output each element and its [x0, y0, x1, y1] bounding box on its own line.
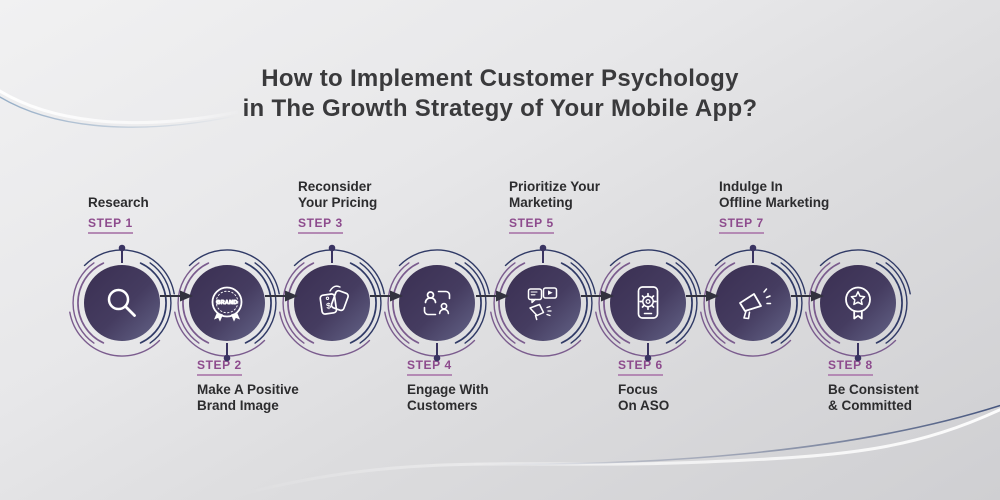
- step-1-tag: STEP 1: [88, 216, 133, 234]
- step-2-node: BRAND: [174, 249, 280, 362]
- megaphone-icon: [739, 288, 772, 320]
- step-4-tag: STEP 4: [407, 358, 452, 376]
- step-5-node: [490, 244, 596, 357]
- step-1-title: Research: [88, 195, 149, 210]
- step-3-tag: STEP 3: [298, 216, 343, 234]
- step-3-label: Reconsider Your Pricing STEP 3: [298, 168, 468, 234]
- step-4-title: Engage With: [407, 382, 489, 397]
- step-6-label: STEP 6 Focus On ASO: [618, 358, 670, 413]
- step-7-title: Indulge In: [719, 179, 783, 194]
- ripple-arcs: [805, 249, 911, 357]
- step-disc: [84, 265, 160, 341]
- step-8-title: Be Consistent: [828, 382, 919, 397]
- step-6-node: [595, 249, 701, 362]
- page-title-line-2: in The Growth Strategy of Your Mobile Ap…: [242, 95, 758, 122]
- ripple-arcs: [384, 249, 490, 357]
- connector-arrow-icon: [265, 290, 298, 302]
- step-dot: [644, 354, 652, 362]
- step-5-tag: STEP 5: [509, 216, 554, 234]
- connector-arrow-icon: [791, 290, 824, 302]
- step-8-label: STEP 8 Be Consistent & Committed: [828, 358, 919, 413]
- page-title-line-1: How to Implement Customer Psychology: [261, 65, 739, 92]
- phone-gear-icon: [637, 286, 659, 319]
- ripple-arcs: [69, 249, 175, 357]
- step-dot: [223, 354, 231, 362]
- step-6-title: Focus: [618, 382, 658, 397]
- connector-arrow-icon: [686, 290, 719, 302]
- step-2-title: Make A Positive: [197, 382, 299, 397]
- step-6-tag: STEP 6: [618, 358, 663, 376]
- step-5-label: Prioritize Your Marketing STEP 5: [509, 168, 679, 234]
- ripple-arcs: [174, 249, 280, 357]
- search-icon: [107, 288, 136, 317]
- step-disc: [399, 265, 475, 341]
- connector-arrow-icon: [160, 290, 193, 302]
- step-disc: [505, 265, 581, 341]
- media-marketing-icon: [527, 287, 558, 321]
- step-1-node: [69, 244, 175, 357]
- step-disc: [189, 265, 265, 341]
- ripple-arcs: [279, 249, 385, 357]
- connector-arrow-icon: [370, 290, 403, 302]
- step-3-node: $: [279, 244, 385, 357]
- step-7-node: [700, 244, 806, 357]
- step-7-label: Indulge In Offline Marketing STEP 7: [719, 168, 889, 234]
- svg-text:$: $: [326, 300, 332, 311]
- step-2-tag: STEP 2: [197, 358, 242, 376]
- step-dot: [539, 244, 547, 252]
- customers-exchange-icon: [423, 290, 451, 316]
- price-tags-icon: $: [319, 285, 350, 315]
- step-8-node: [805, 249, 911, 362]
- connector-arrow-icon: [581, 290, 614, 302]
- step-8-tag: STEP 8: [828, 358, 873, 376]
- svg-text:BRAND: BRAND: [217, 300, 238, 306]
- step-dot: [854, 354, 862, 362]
- step-dot: [328, 244, 336, 252]
- step-4-node: [384, 249, 490, 362]
- ripple-arcs: [490, 249, 596, 357]
- step-dot: [118, 244, 126, 252]
- step-5-title: Prioritize Your: [509, 179, 601, 194]
- ripple-arcs: [700, 249, 806, 357]
- step-1-label: Research STEP 1: [88, 168, 258, 234]
- ripple-arcs: [595, 249, 701, 357]
- page-title: How to Implement Customer Psychology in …: [0, 64, 1000, 124]
- step-dot: [749, 244, 757, 252]
- step-dot: [433, 354, 441, 362]
- step-3-title: Reconsider: [298, 179, 372, 194]
- step-7-tag: STEP 7: [719, 216, 764, 234]
- connector-arrow-icon: [476, 290, 509, 302]
- step-4-label: STEP 4 Engage With Customers: [407, 358, 489, 413]
- step-disc: [715, 265, 791, 341]
- brand-badge-icon: BRAND: [211, 286, 243, 322]
- step-2-label: STEP 2 Make A Positive Brand Image: [197, 358, 299, 413]
- award-badge-icon: [845, 286, 871, 320]
